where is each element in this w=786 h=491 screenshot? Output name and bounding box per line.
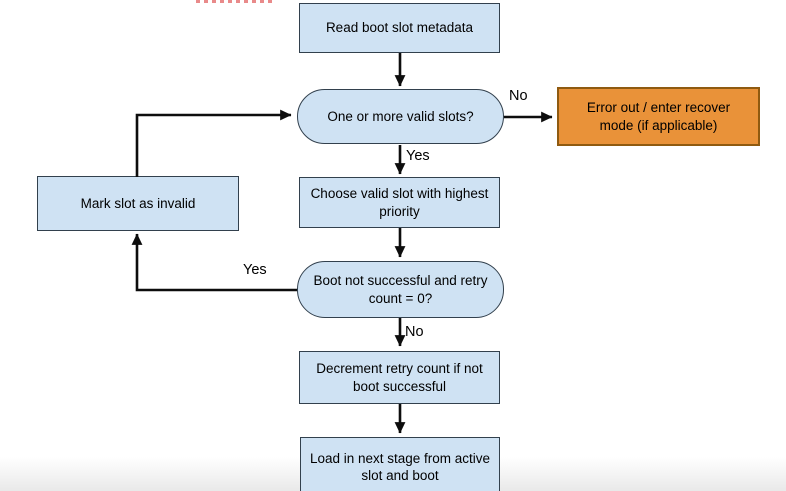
node-label: Decrement retry count if not boot succes… xyxy=(316,361,483,394)
spellcheck-squiggle xyxy=(196,0,272,3)
node-label: Read boot slot metadata xyxy=(325,20,474,36)
node-read-boot-slot-metadata: Read boot slot metadata xyxy=(299,3,500,53)
node-label: Choose valid slot with highest priority xyxy=(310,186,489,219)
node-mark-slot-invalid: Mark slot as invalid xyxy=(37,176,239,231)
node-load-next-stage: Load in next stage from active slot and … xyxy=(300,437,500,491)
node-decrement-retry-count: Decrement retry count if not boot succes… xyxy=(299,351,500,404)
node-boot-not-successful: Boot not successful and retry count = 0? xyxy=(297,261,504,318)
node-label: Boot not successful and retry count = 0? xyxy=(313,273,488,306)
node-one-or-more-valid-slots: One or more valid slots? xyxy=(297,89,504,144)
node-choose-valid-slot: Choose valid slot with highest priority xyxy=(299,177,500,228)
edge-label-yes-to-choose: Yes xyxy=(406,148,430,164)
node-error-out-recover-mode: Error out / enter recover mode (if appli… xyxy=(557,87,760,146)
edge-label-no-to-error: No xyxy=(509,88,528,104)
edge-label-no-to-decrement: No xyxy=(405,324,424,340)
node-label: Load in next stage from active slot and … xyxy=(309,450,491,483)
node-label: Mark slot as invalid xyxy=(80,195,196,211)
arrow-mark-to-valid xyxy=(135,109,292,177)
node-label: One or more valid slots? xyxy=(327,108,474,124)
edge-label-yes-to-mark: Yes xyxy=(243,262,267,278)
node-label: Error out / enter recover mode (if appli… xyxy=(586,100,731,133)
arrow-boot-to-mark xyxy=(131,233,297,292)
